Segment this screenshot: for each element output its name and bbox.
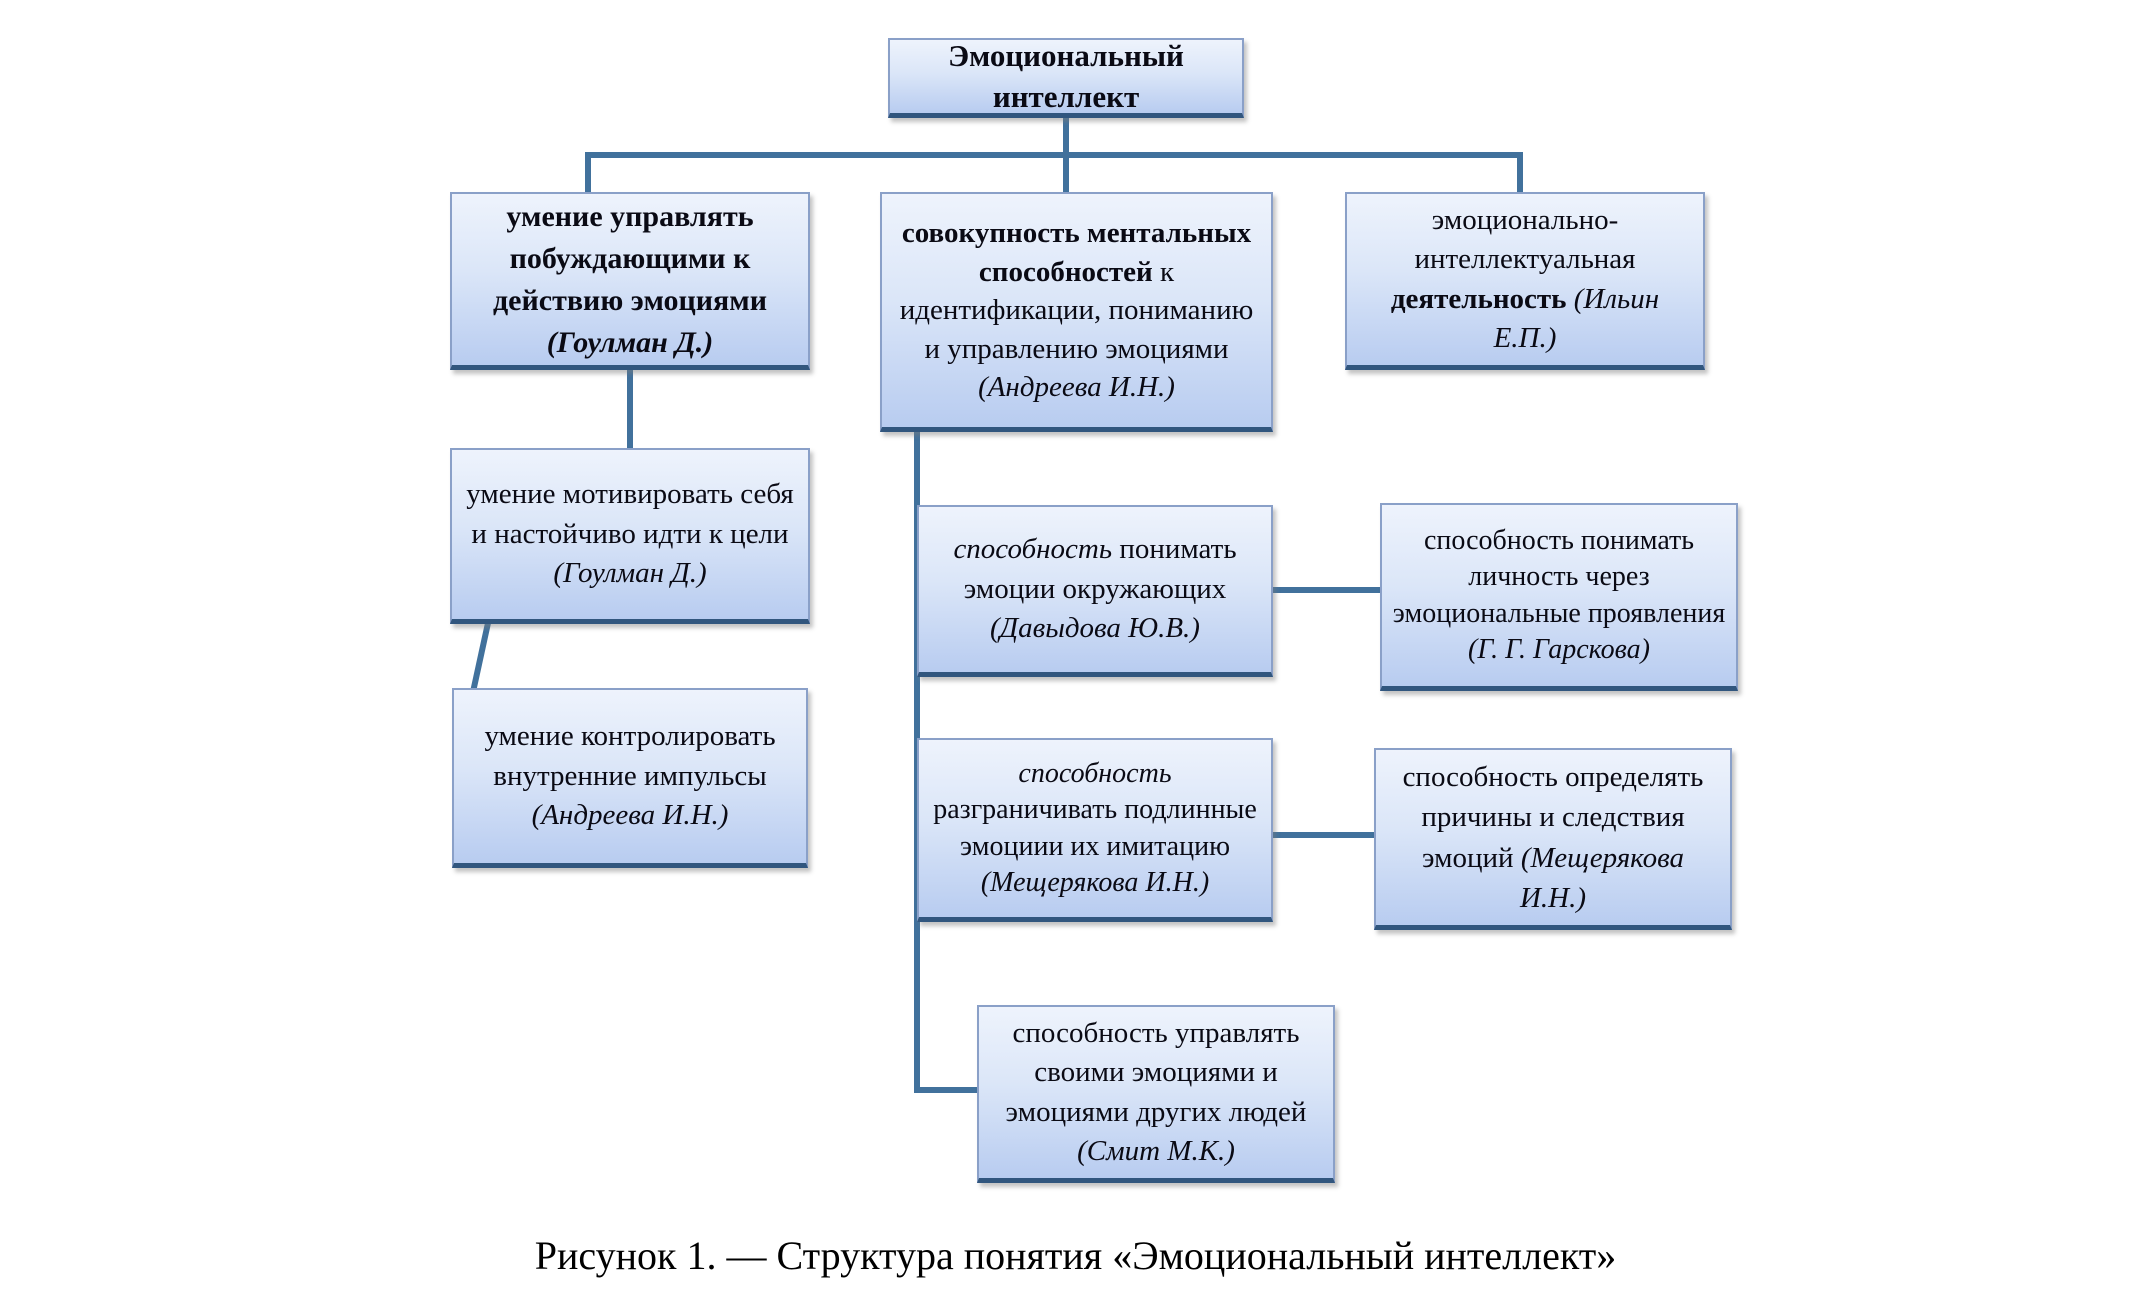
node-text: эмоционально-интеллектуальная деятельнос… (1357, 201, 1693, 359)
node-author: (Смит М.К.) (1077, 1134, 1235, 1167)
node-author: (Ильин Е.П.) (1493, 282, 1660, 354)
node-author: (Андреева И.Н.) (978, 371, 1175, 404)
node-bold-word: деятельность (1390, 282, 1567, 315)
connector-left2-left3 (470, 622, 491, 693)
node-author: (Мещерякова И.Н.) (1519, 841, 1685, 914)
node-main-text: разграничивать подлинные эмоциии их имит… (933, 794, 1257, 862)
node-causes-consequences: способность определять причины и следств… (1374, 748, 1732, 930)
node-text: умение мотивировать себя и настойчиво ид… (462, 475, 798, 593)
node-emotional-intellectual-activity: эмоционально-интеллектуальная деятельнос… (1345, 192, 1705, 370)
node-author: (Г. Г. Гарскова) (1468, 633, 1650, 665)
node-author: (Мещерякова И.Н.) (980, 866, 1210, 898)
node-manage-motivating-emotions: умение управлять побуждающими к действию… (450, 192, 810, 370)
node-emotional-intelligence: Эмоциональный интеллект (888, 38, 1244, 118)
node-text: способность понимать эмоции окружающих (… (929, 530, 1261, 648)
node-motivate-self: умение мотивировать себя и настойчиво ид… (450, 448, 810, 624)
node-text: совокупность ментальных способностей к и… (892, 214, 1261, 407)
node-lead-italic: способность (953, 533, 1113, 566)
node-main-text: умение контролировать внутренние импульс… (484, 720, 776, 792)
node-text: способность разграничивать подлинные эмо… (929, 756, 1261, 902)
node-understand-personality: способность понимать личность через эмоц… (1380, 503, 1738, 691)
node-manage-own-and-others-emotions: способность управлять своими эмоциями и … (977, 1005, 1335, 1183)
connector-top-rail (585, 152, 1523, 192)
node-mental-abilities-set: совокупность ментальных способностей к и… (880, 192, 1273, 432)
node-main-text: умение мотивировать себя и настойчиво ид… (466, 478, 794, 550)
node-understand-others-emotions: способность понимать эмоции окружающих (… (917, 505, 1273, 677)
figure-caption: Рисунок 1. — Структура понятия «Эмоциона… (534, 1233, 1617, 1278)
node-text: способность определять причины и следств… (1386, 757, 1720, 917)
node-main-text: умение управлять побуждающими к действию… (493, 199, 767, 317)
node-main-text: способность понимать личность через эмоц… (1392, 524, 1726, 629)
node-control-impulses: умение контролировать внутренние импульс… (452, 688, 808, 868)
node-text: умение контролировать внутренние импульс… (464, 717, 796, 835)
node-text: способность понимать личность через эмоц… (1392, 523, 1726, 669)
node-main-text: способность определять причины и следств… (1402, 761, 1704, 874)
node-lead-bold: совокупность ментальных способностей (901, 217, 1252, 288)
node-main-text: способность управлять своими эмоциями и … (1005, 1016, 1307, 1128)
node-distinguish-genuine-emotions: способность разграничивать подлинные эмо… (917, 738, 1273, 922)
node-author: (Гоулман Д.) (546, 325, 714, 359)
node-title: Эмоциональный интеллект (948, 38, 1184, 114)
node-emotional-intelligence-text: Эмоциональный интеллект (900, 36, 1232, 117)
node-main-text: эмоционально-интеллектуальная (1414, 203, 1636, 276)
node-main-text: к идентификации, пониманию и управлению … (899, 255, 1254, 365)
node-text: умение управлять побуждающими к действию… (462, 196, 798, 364)
node-text: способность управлять своими эмоциями и … (989, 1014, 1323, 1172)
node-author: (Андреева И.Н.) (531, 799, 729, 832)
node-main-text: понимать эмоции окружающих (963, 533, 1237, 605)
node-author: (Гоулман Д.) (553, 557, 707, 590)
node-author: (Давыдова Ю.В.) (990, 612, 1200, 645)
node-lead-italic: способность (1018, 757, 1172, 789)
